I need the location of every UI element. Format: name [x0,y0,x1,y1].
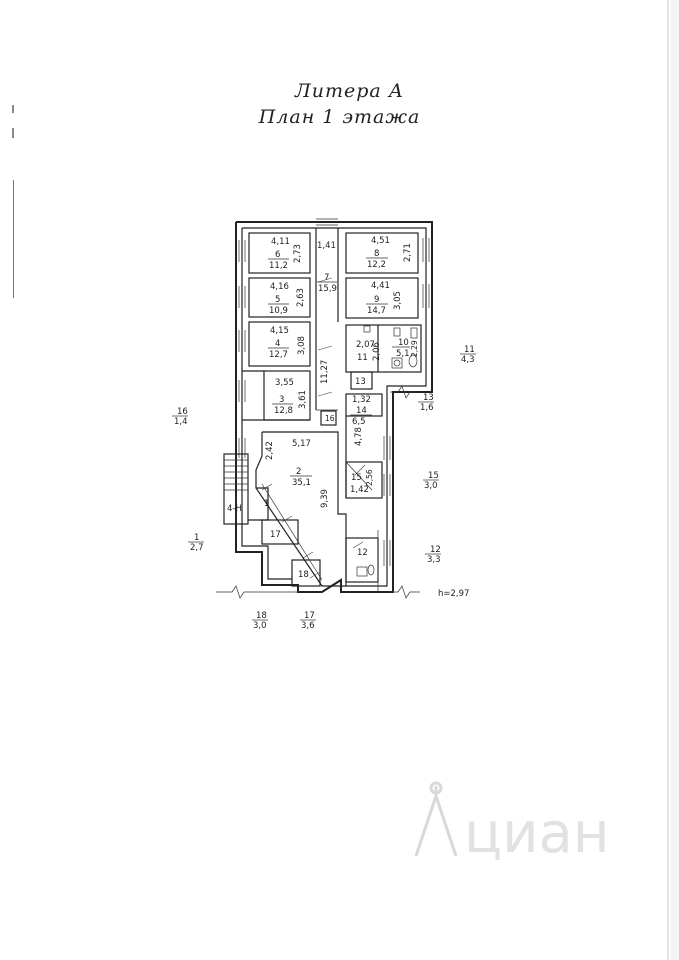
margin-mark [12,105,14,113]
outside-18-number: 18 [256,611,267,621]
outside-12-area: 3,3 [427,555,441,565]
room-7-number: 7 [324,273,329,283]
room-16-number: 16 [325,414,335,423]
room-9-depth: 3,05 [393,291,403,310]
room-5-depth: 2,63 [296,288,306,307]
room-15-number: 15 [351,473,362,483]
room-2-number: 2 [296,467,301,477]
left-rooms [242,232,311,421]
room-3-width: 3,55 [275,378,294,388]
room-17-number: 17 [270,530,281,540]
bathroom-fixtures [356,325,418,577]
room-10-width: 2,07 [356,340,375,350]
outside-labels: 16 1,4 1 2,7 18 3,0 17 3,6 11 4,3 13 1,6… [172,345,476,631]
room-8-depth: 2,71 [403,243,413,262]
room-labels: 4,11 6 11,2 2,73 4,16 5 10,9 2,63 4,15 4… [227,236,419,580]
room-3-number: 3 [279,395,284,405]
outside-18-area: 3,0 [253,621,267,631]
room-5-number: 5 [275,295,280,305]
room-5-width: 4,16 [270,282,289,292]
room-9-number: 9 [374,295,379,305]
entry-label: 4-Н [227,504,242,514]
room-15-width: 1,42 [350,485,369,495]
cian-watermark: циан [414,781,609,866]
room-14-width: 1,32 [352,395,371,405]
ceiling-height: h=2,97 [438,589,469,599]
entry-stairs [223,453,249,525]
outside-16-number: 16 [177,407,188,417]
room-2-depth: 9,39 [320,489,330,508]
room-9-area: 14,7 [367,306,386,316]
top-door [316,218,338,226]
outside-15-area: 3,0 [424,481,438,491]
room-3-area: 12,8 [274,406,293,416]
room-6-width: 4,11 [271,237,290,247]
room-15-depth: 2,56 [365,469,374,486]
room-7-area: 15,9 [318,284,337,294]
room-18-number: 18 [298,570,309,580]
room-2-area: 35,1 [292,478,311,488]
room-2-side: 2,42 [265,441,275,460]
plan-title-letter: Литера А [294,80,405,102]
outside-17-number: 17 [304,611,315,621]
room-2-width: 5,17 [292,439,311,449]
outside-17-area: 3,6 [301,621,315,631]
room-10-depth2: 2,06 [372,342,382,361]
outside-1-area: 2,7 [190,543,204,553]
outside-11-number: 11 [464,345,475,355]
outside-11-area: 4,3 [461,355,475,365]
room-1-number: 1 [264,499,269,509]
room-6-area: 11,2 [269,261,288,271]
scan-edge-line [667,0,669,960]
room-6-number: 6 [275,250,280,260]
outside-15-number: 15 [428,471,439,481]
room-10-depth: 2,29 [410,340,419,357]
margin-mark [13,180,14,298]
room-9-width: 4,41 [371,281,390,291]
room-2 [248,431,347,587]
room-8-number: 8 [374,249,379,259]
room-11-number: 11 [357,353,368,363]
margin-mark [12,128,14,138]
room-3-depth: 3,61 [298,390,308,409]
outside-1-number: 1 [194,533,199,543]
room-4-area: 12,7 [269,350,288,360]
room-4-number: 4 [275,339,280,349]
room-14-number: 14 [356,406,367,416]
scan-border [671,0,679,960]
outside-13-area: 1,6 [420,403,434,413]
room-7-depth: 11,27 [320,360,330,384]
room-7-width: 1,41 [317,241,336,251]
break-marks [216,385,420,599]
watermark-text: циан [464,801,609,866]
room-14-area: 6,5 [352,417,366,427]
room-4-width: 4,15 [270,326,289,336]
plan-title-floor: План 1 этажа [258,106,421,128]
room-12-number: 12 [357,548,368,558]
room-4-depth: 3,08 [297,336,307,355]
room-6-depth: 2,73 [293,244,303,263]
windows-left [238,240,246,458]
room-13-number: 13 [355,377,366,387]
room-14-depth: 4,78 [354,427,364,446]
room-8-area: 12,2 [367,260,386,270]
outside-12-number: 12 [430,545,441,555]
room-10-area: 5,1 [396,349,410,359]
outside-16-area: 1,4 [174,417,188,427]
corridor-7 [315,228,339,426]
room-10-number: 10 [398,338,409,348]
windows-right [383,238,430,566]
room-8-width: 4,51 [371,236,390,246]
outside-13-number: 13 [423,393,434,403]
room-5-area: 10,9 [269,306,288,316]
wall-hatches [261,277,366,579]
